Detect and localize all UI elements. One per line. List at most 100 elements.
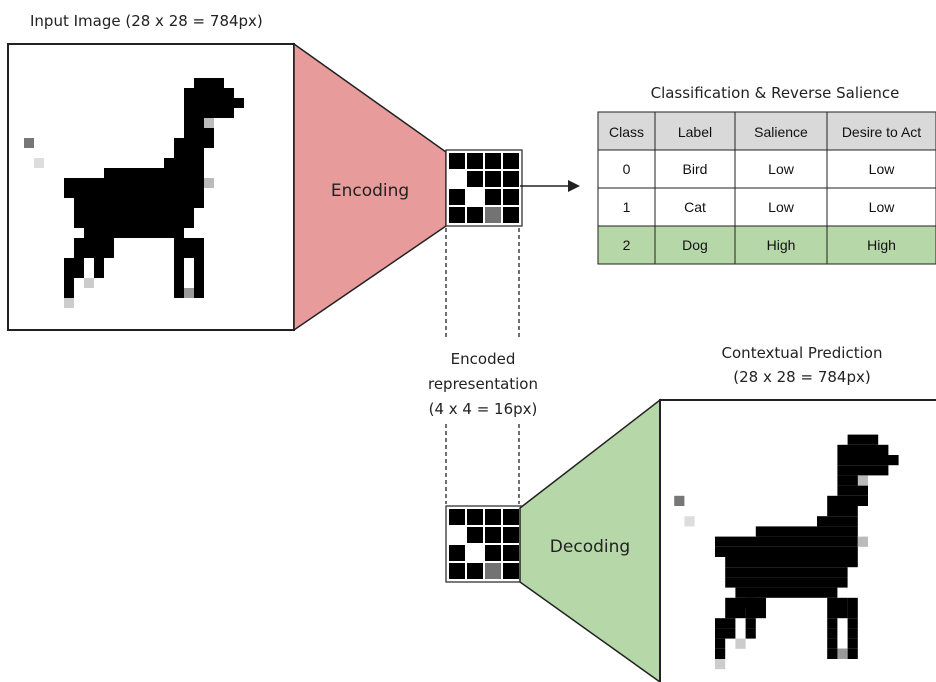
dog-pixel bbox=[837, 455, 899, 466]
dog-pixel bbox=[715, 638, 726, 649]
dog-pixel bbox=[194, 278, 204, 288]
dog-pixel bbox=[174, 148, 204, 158]
encoded-cell bbox=[503, 207, 519, 223]
dog-pixel bbox=[847, 618, 858, 629]
table-cell-text: 0 bbox=[623, 161, 631, 177]
dog-pixel bbox=[174, 258, 184, 268]
dog-pixel bbox=[725, 597, 756, 608]
dog-pixel bbox=[745, 618, 756, 629]
dog-pixel bbox=[837, 485, 868, 496]
encoded-cell bbox=[449, 189, 465, 205]
encoded-cell bbox=[467, 509, 483, 525]
dog-pixel bbox=[827, 495, 868, 506]
dog-pixel bbox=[755, 526, 858, 537]
dog-pixel bbox=[194, 258, 204, 268]
table-cell bbox=[654, 225, 736, 265]
dog-pixel bbox=[725, 577, 848, 588]
table-cell bbox=[826, 149, 936, 189]
table-cell bbox=[734, 187, 828, 227]
dog-pixel bbox=[94, 248, 114, 258]
table-header-text: Desire to Act bbox=[842, 124, 921, 140]
encoded-cell bbox=[503, 545, 519, 561]
dog-pixel bbox=[34, 158, 44, 168]
encoded-caption-line-3: (4 x 4 = 16px) bbox=[429, 400, 538, 418]
dog-pixel bbox=[857, 536, 868, 547]
table-cell-text: Dog bbox=[682, 237, 708, 253]
dog-pixel bbox=[74, 248, 94, 258]
table-header-text: Salience bbox=[754, 124, 808, 140]
encoded-cell bbox=[467, 153, 483, 169]
dog-pixel bbox=[94, 238, 114, 248]
encoded-cell bbox=[449, 207, 465, 223]
dog-pixel bbox=[64, 258, 84, 268]
dog-pixel bbox=[94, 268, 104, 278]
input-dog-silhouette bbox=[24, 78, 244, 308]
table-cell bbox=[826, 225, 936, 265]
dog-pixel bbox=[64, 298, 74, 308]
encoded-caption-line-1: Encoded bbox=[451, 350, 516, 368]
table-cell-text: Low bbox=[869, 161, 896, 177]
dog-pixel bbox=[847, 638, 858, 649]
table-cell-text: Low bbox=[768, 199, 795, 215]
dog-pixel bbox=[184, 88, 234, 98]
encoded-cell bbox=[503, 509, 519, 525]
dog-pixel bbox=[684, 516, 695, 527]
dog-pixel bbox=[857, 475, 868, 486]
dog-pixel bbox=[715, 659, 726, 670]
prediction-caption-line-2: (28 x 28 = 784px) bbox=[733, 368, 870, 386]
dog-pixel bbox=[74, 238, 104, 248]
dog-pixel bbox=[64, 178, 204, 188]
encoded-cell bbox=[503, 563, 519, 579]
table-header-text: Label bbox=[678, 124, 712, 140]
dog-pixel bbox=[725, 557, 858, 568]
encoded-cell bbox=[485, 563, 501, 579]
table-header-text: Class bbox=[609, 124, 644, 140]
encoded-grid-bottom bbox=[445, 505, 523, 583]
dog-pixel bbox=[64, 268, 84, 278]
dog-pixel bbox=[735, 638, 746, 649]
dog-pixel bbox=[184, 118, 214, 128]
dog-pixel bbox=[94, 258, 104, 268]
dog-pixel bbox=[745, 628, 756, 639]
table-cell-text: Low bbox=[869, 199, 896, 215]
table-title: Classification & Reverse Salience bbox=[651, 84, 900, 102]
table-header-cell bbox=[654, 111, 736, 151]
dog-pixel bbox=[674, 495, 685, 506]
dog-pixel bbox=[827, 506, 858, 517]
encoded-cell bbox=[485, 509, 501, 525]
dog-pixel bbox=[194, 288, 204, 298]
dog-pixel bbox=[745, 608, 766, 619]
table-header-cell bbox=[734, 111, 828, 151]
dog-pixel bbox=[827, 597, 848, 608]
dog-pixel bbox=[725, 567, 848, 578]
table-cell-text: Cat bbox=[684, 199, 706, 215]
decoder-label: Decoding bbox=[550, 537, 630, 557]
dog-pixel bbox=[715, 628, 736, 639]
encoded-cell bbox=[485, 171, 501, 187]
encoded-cell bbox=[467, 189, 483, 205]
encoded-cell bbox=[503, 189, 519, 205]
table-cell bbox=[654, 149, 736, 189]
dog-pixel bbox=[204, 178, 214, 188]
dog-pixel bbox=[74, 208, 194, 218]
dog-pixel bbox=[837, 475, 868, 486]
dog-pixel bbox=[715, 648, 726, 659]
encoded-cell bbox=[503, 153, 519, 169]
table-cell bbox=[734, 149, 828, 189]
dog-pixel bbox=[84, 278, 94, 288]
encoded-cell bbox=[485, 545, 501, 561]
dog-pixel bbox=[847, 608, 858, 619]
dog-pixel bbox=[84, 228, 184, 238]
dog-pixel bbox=[817, 516, 858, 527]
dog-pixel bbox=[725, 608, 746, 619]
dog-pixel bbox=[74, 218, 194, 228]
dog-pixel bbox=[745, 597, 766, 608]
dog-pixel bbox=[847, 628, 858, 639]
encoded-cell bbox=[449, 171, 465, 187]
encoded-cell bbox=[467, 545, 483, 561]
table-cell-text: High bbox=[767, 237, 796, 253]
encoded-cell bbox=[467, 207, 483, 223]
dog-pixel bbox=[837, 465, 889, 476]
dog-pixel bbox=[174, 278, 184, 288]
